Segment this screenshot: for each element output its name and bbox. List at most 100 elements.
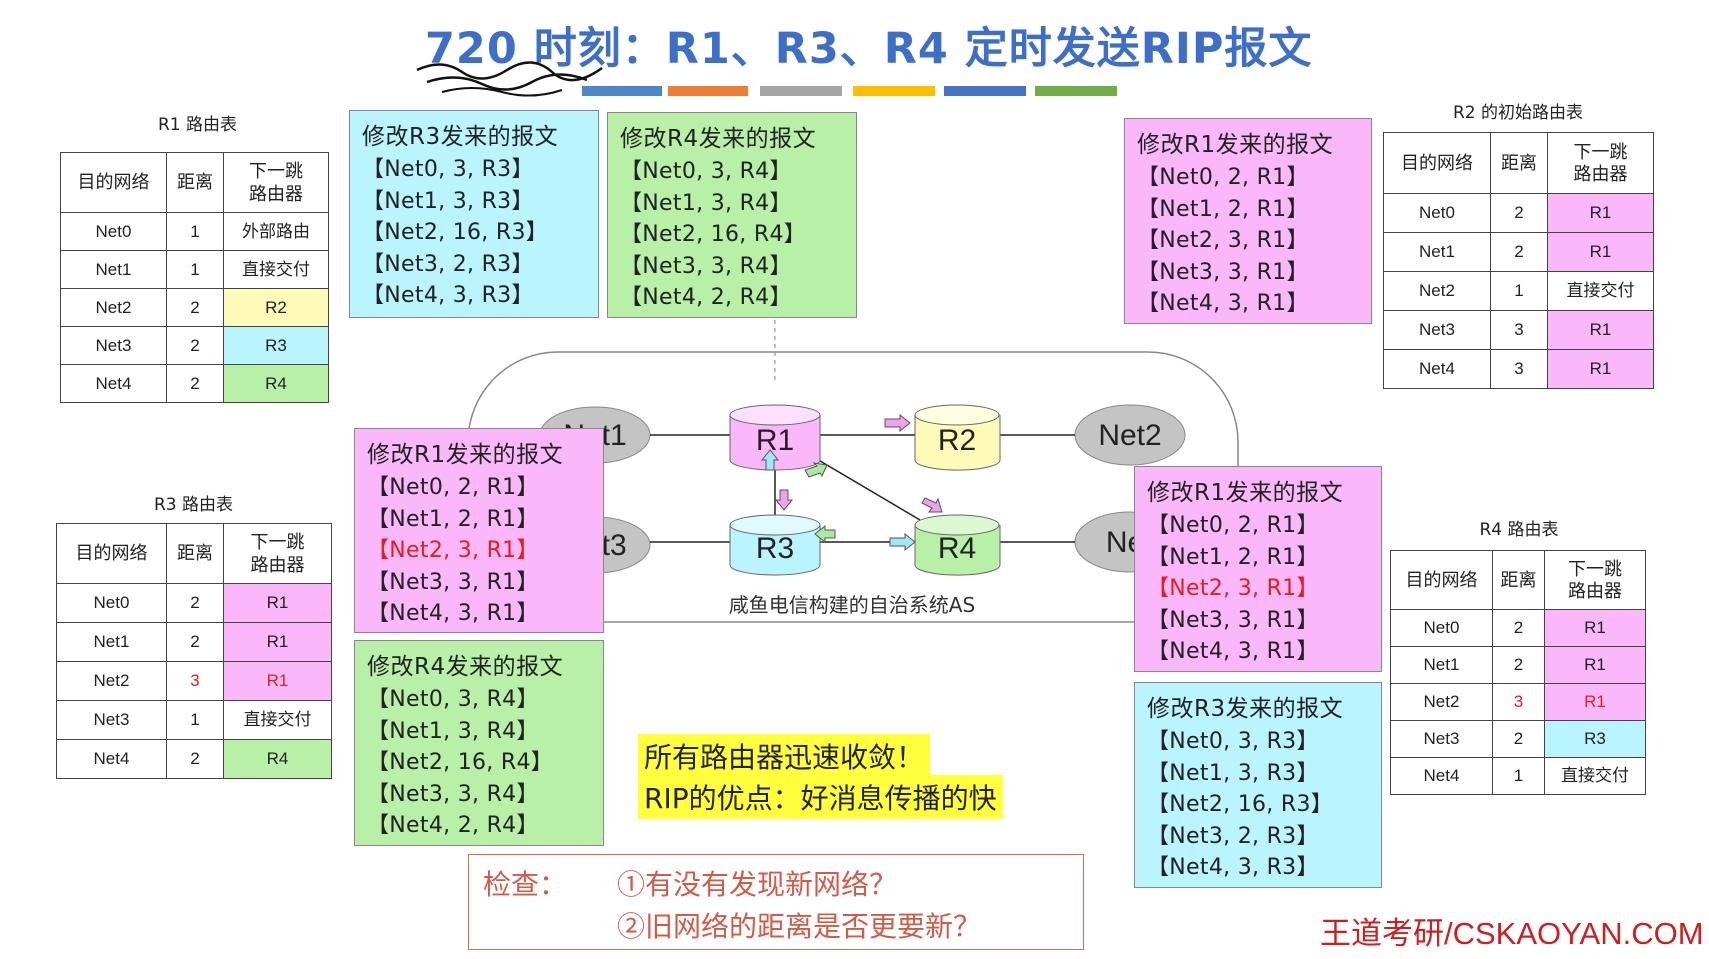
table-cell: R3 — [1544, 720, 1646, 758]
message-entry: 【Net4, 3, R1】 — [367, 601, 539, 626]
table-cell: Net0 — [1390, 609, 1493, 647]
arrow-r3-to-r1 — [760, 449, 780, 471]
table-cell: 1 — [166, 250, 224, 289]
table-cell: 2 — [1492, 720, 1545, 758]
table-cell: Net2 — [56, 661, 167, 701]
message-entry: 【Net4, 3, R1】 — [1147, 639, 1319, 664]
table-cell: 2 — [1490, 193, 1548, 233]
message-entry: 【Net3, 3, R1】 — [1147, 607, 1319, 633]
header-dest: 目的网络 — [60, 152, 167, 213]
message-entry: 【Net4, 3, R1】 — [1137, 291, 1309, 316]
message-title: 修改R3发来的报文 — [362, 124, 559, 150]
svg-text:R4: R4 — [938, 532, 976, 565]
table-row: 目的网络 距离 下一跳路由器 — [56, 523, 332, 584]
as-label: 咸鱼电信构建的自治系统AS — [729, 593, 975, 617]
color-bar-2 — [668, 86, 748, 96]
router-r3: R3 — [729, 514, 821, 576]
table-cell: 3 — [166, 661, 224, 701]
header-dist: 距离 — [1490, 132, 1548, 194]
r3-table-caption: R3 路由表 — [153, 495, 234, 515]
header-next: 下一跳路由器 — [223, 523, 332, 584]
table-cell: Net2 — [60, 288, 167, 327]
message-entry: 【Net1, 2, R1】 — [1147, 544, 1319, 570]
router-r2: R2 — [914, 404, 1001, 471]
table-cell: 2 — [166, 622, 224, 662]
router-r4: R4 — [914, 514, 1001, 576]
arrow-r1-to-r3 — [774, 489, 794, 511]
svg-text:R3: R3 — [756, 532, 794, 565]
message-entry: 【Net0, 3, R3】 — [362, 157, 534, 182]
table-cell: 2 — [166, 364, 224, 403]
message-entry: 【Net2, 16, R4】 — [367, 750, 554, 775]
table-cell: R1 — [223, 622, 332, 662]
table-cell: Net4 — [56, 739, 167, 779]
table-cell: 直接交付 — [1547, 271, 1654, 311]
table-cell: R1 — [1547, 193, 1654, 233]
header-next: 下一跳路由器 — [1544, 550, 1646, 610]
check-box: 检查： ①有没有发现新网络？ ②旧网络的距离是否更要新？ — [468, 854, 1084, 950]
header-next: 下一跳路由器 — [223, 152, 329, 213]
table-cell: 2 — [1490, 232, 1548, 272]
arrow-r1-to-r2 — [884, 413, 911, 433]
message-entry: 【Net0, 2, R1】 — [1137, 165, 1309, 190]
table-cell: Net3 — [56, 700, 167, 740]
table-cell: R1 — [223, 583, 332, 623]
table-cell: Net4 — [60, 364, 167, 403]
table-cell: Net0 — [60, 212, 167, 251]
message-entry: 【Net4, 3, R3】 — [362, 283, 534, 308]
table-cell: 2 — [166, 739, 224, 779]
message-entry: 【Net1, 3, R3】 — [1147, 760, 1319, 786]
table-cell: Net2 — [1390, 683, 1493, 721]
svg-text:R2: R2 — [938, 424, 976, 457]
table-cell: R1 — [1547, 310, 1654, 350]
table-cell: Net3 — [60, 326, 167, 365]
table-cell: Net1 — [1390, 646, 1493, 684]
message-entry: 【Net1, 2, R1】 — [367, 506, 539, 532]
message-title: 修改R4发来的报文 — [620, 126, 817, 152]
table-cell: R1 — [1547, 232, 1654, 272]
color-bar-6 — [1035, 86, 1117, 96]
message-entry: 【Net1, 2, R1】 — [1137, 196, 1309, 222]
message-entry: 【Net2, 16, R3】 — [362, 220, 549, 245]
message-entry: 【Net2, 3, R1】 — [1137, 228, 1309, 253]
message-entry: 【Net2, 3, R1】 — [367, 538, 539, 563]
message-title: 修改R4发来的报文 — [367, 654, 564, 680]
table-cell: Net3 — [1383, 310, 1491, 350]
table-cell: 2 — [1492, 646, 1545, 684]
message-entry: 【Net4, 3, R3】 — [1147, 855, 1319, 880]
svg-text:Net2: Net2 — [1098, 419, 1161, 452]
table-cell: 2 — [1492, 609, 1545, 647]
table-cell: Net3 — [1390, 720, 1493, 758]
table-cell: R1 — [1544, 609, 1646, 647]
page-title: 720 时刻：R1、R3、R4 定时发送RIP报文 — [425, 24, 1313, 74]
message-entry: 【Net2, 16, R4】 — [620, 222, 807, 247]
header-dist: 距离 — [166, 523, 224, 584]
table-cell: 3 — [1492, 683, 1545, 721]
table-cell: 1 — [1492, 757, 1545, 795]
msg-r4-from-r3: 修改R3发来的报文 【Net0, 3, R3】 【Net1, 3, R3】 【N… — [1134, 682, 1382, 888]
message-entry: 【Net1, 3, R3】 — [362, 188, 534, 214]
table-cell: R3 — [223, 326, 329, 365]
check-item-1: ①有没有发现新网络？ — [617, 868, 898, 901]
note-converge: 所有路由器迅速收敛！ — [638, 734, 931, 778]
message-entry: 【Net2, 3, R1】 — [1147, 576, 1319, 601]
message-entry: 【Net4, 2, R4】 — [620, 285, 792, 310]
table-cell: 1 — [166, 212, 224, 251]
